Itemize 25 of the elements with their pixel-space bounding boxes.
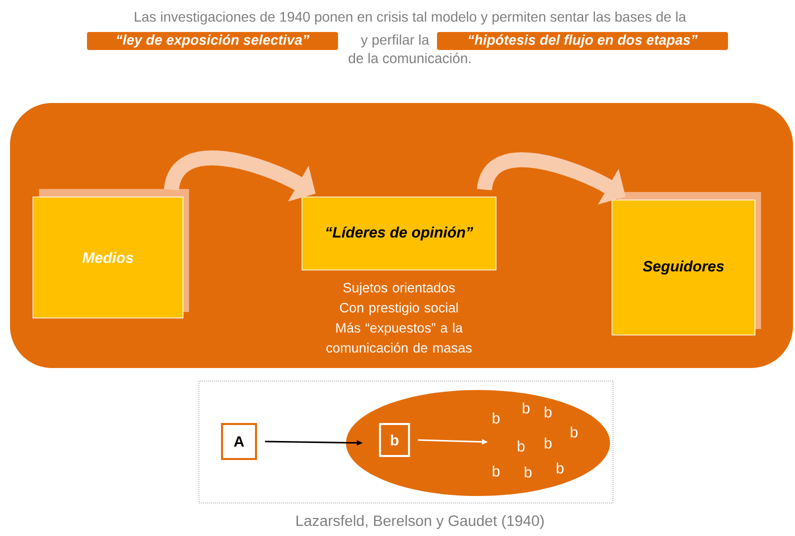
letter-box: b — [379, 423, 410, 457]
letter-label: b — [544, 438, 552, 448]
letter-label: b — [544, 406, 552, 418]
letter-label: b — [492, 412, 500, 424]
heading-text: y perfilar la — [360, 34, 430, 48]
audience-ellipse — [346, 390, 610, 496]
letter-label: b — [524, 466, 532, 478]
highlight-box: “ley de exposición selectiva” — [87, 32, 338, 50]
letter-box: A — [221, 423, 257, 460]
letter-label: b — [570, 426, 578, 438]
description-text: Con prestigio social — [340, 302, 458, 316]
leaders-box: “Líderes de opinión” — [302, 196, 496, 270]
letter-label: b — [518, 440, 525, 452]
description-text: Más “expuestos” a la comunicación de masas — [326, 322, 472, 353]
highlight-box: “hipótesis del flujo en dos etapas” — [437, 32, 728, 50]
letter-label: b — [492, 466, 500, 476]
followers-box: Seguidores — [612, 200, 756, 336]
caption: Lazarsfeld, Berelson y Gaudet (1940) — [296, 515, 544, 529]
media-box: Medios — [32, 196, 184, 318]
letter-label: b — [522, 402, 530, 414]
description-text: Sujetos orientados — [343, 282, 455, 296]
letter-label: b — [556, 462, 564, 474]
heading-text: de la comunicación. — [348, 52, 471, 64]
title: Las investigaciones de 1940 ponen en crisis tal modelo y permiten sentar las bases de la — [134, 11, 686, 25]
dashed-frame — [198, 380, 614, 504]
